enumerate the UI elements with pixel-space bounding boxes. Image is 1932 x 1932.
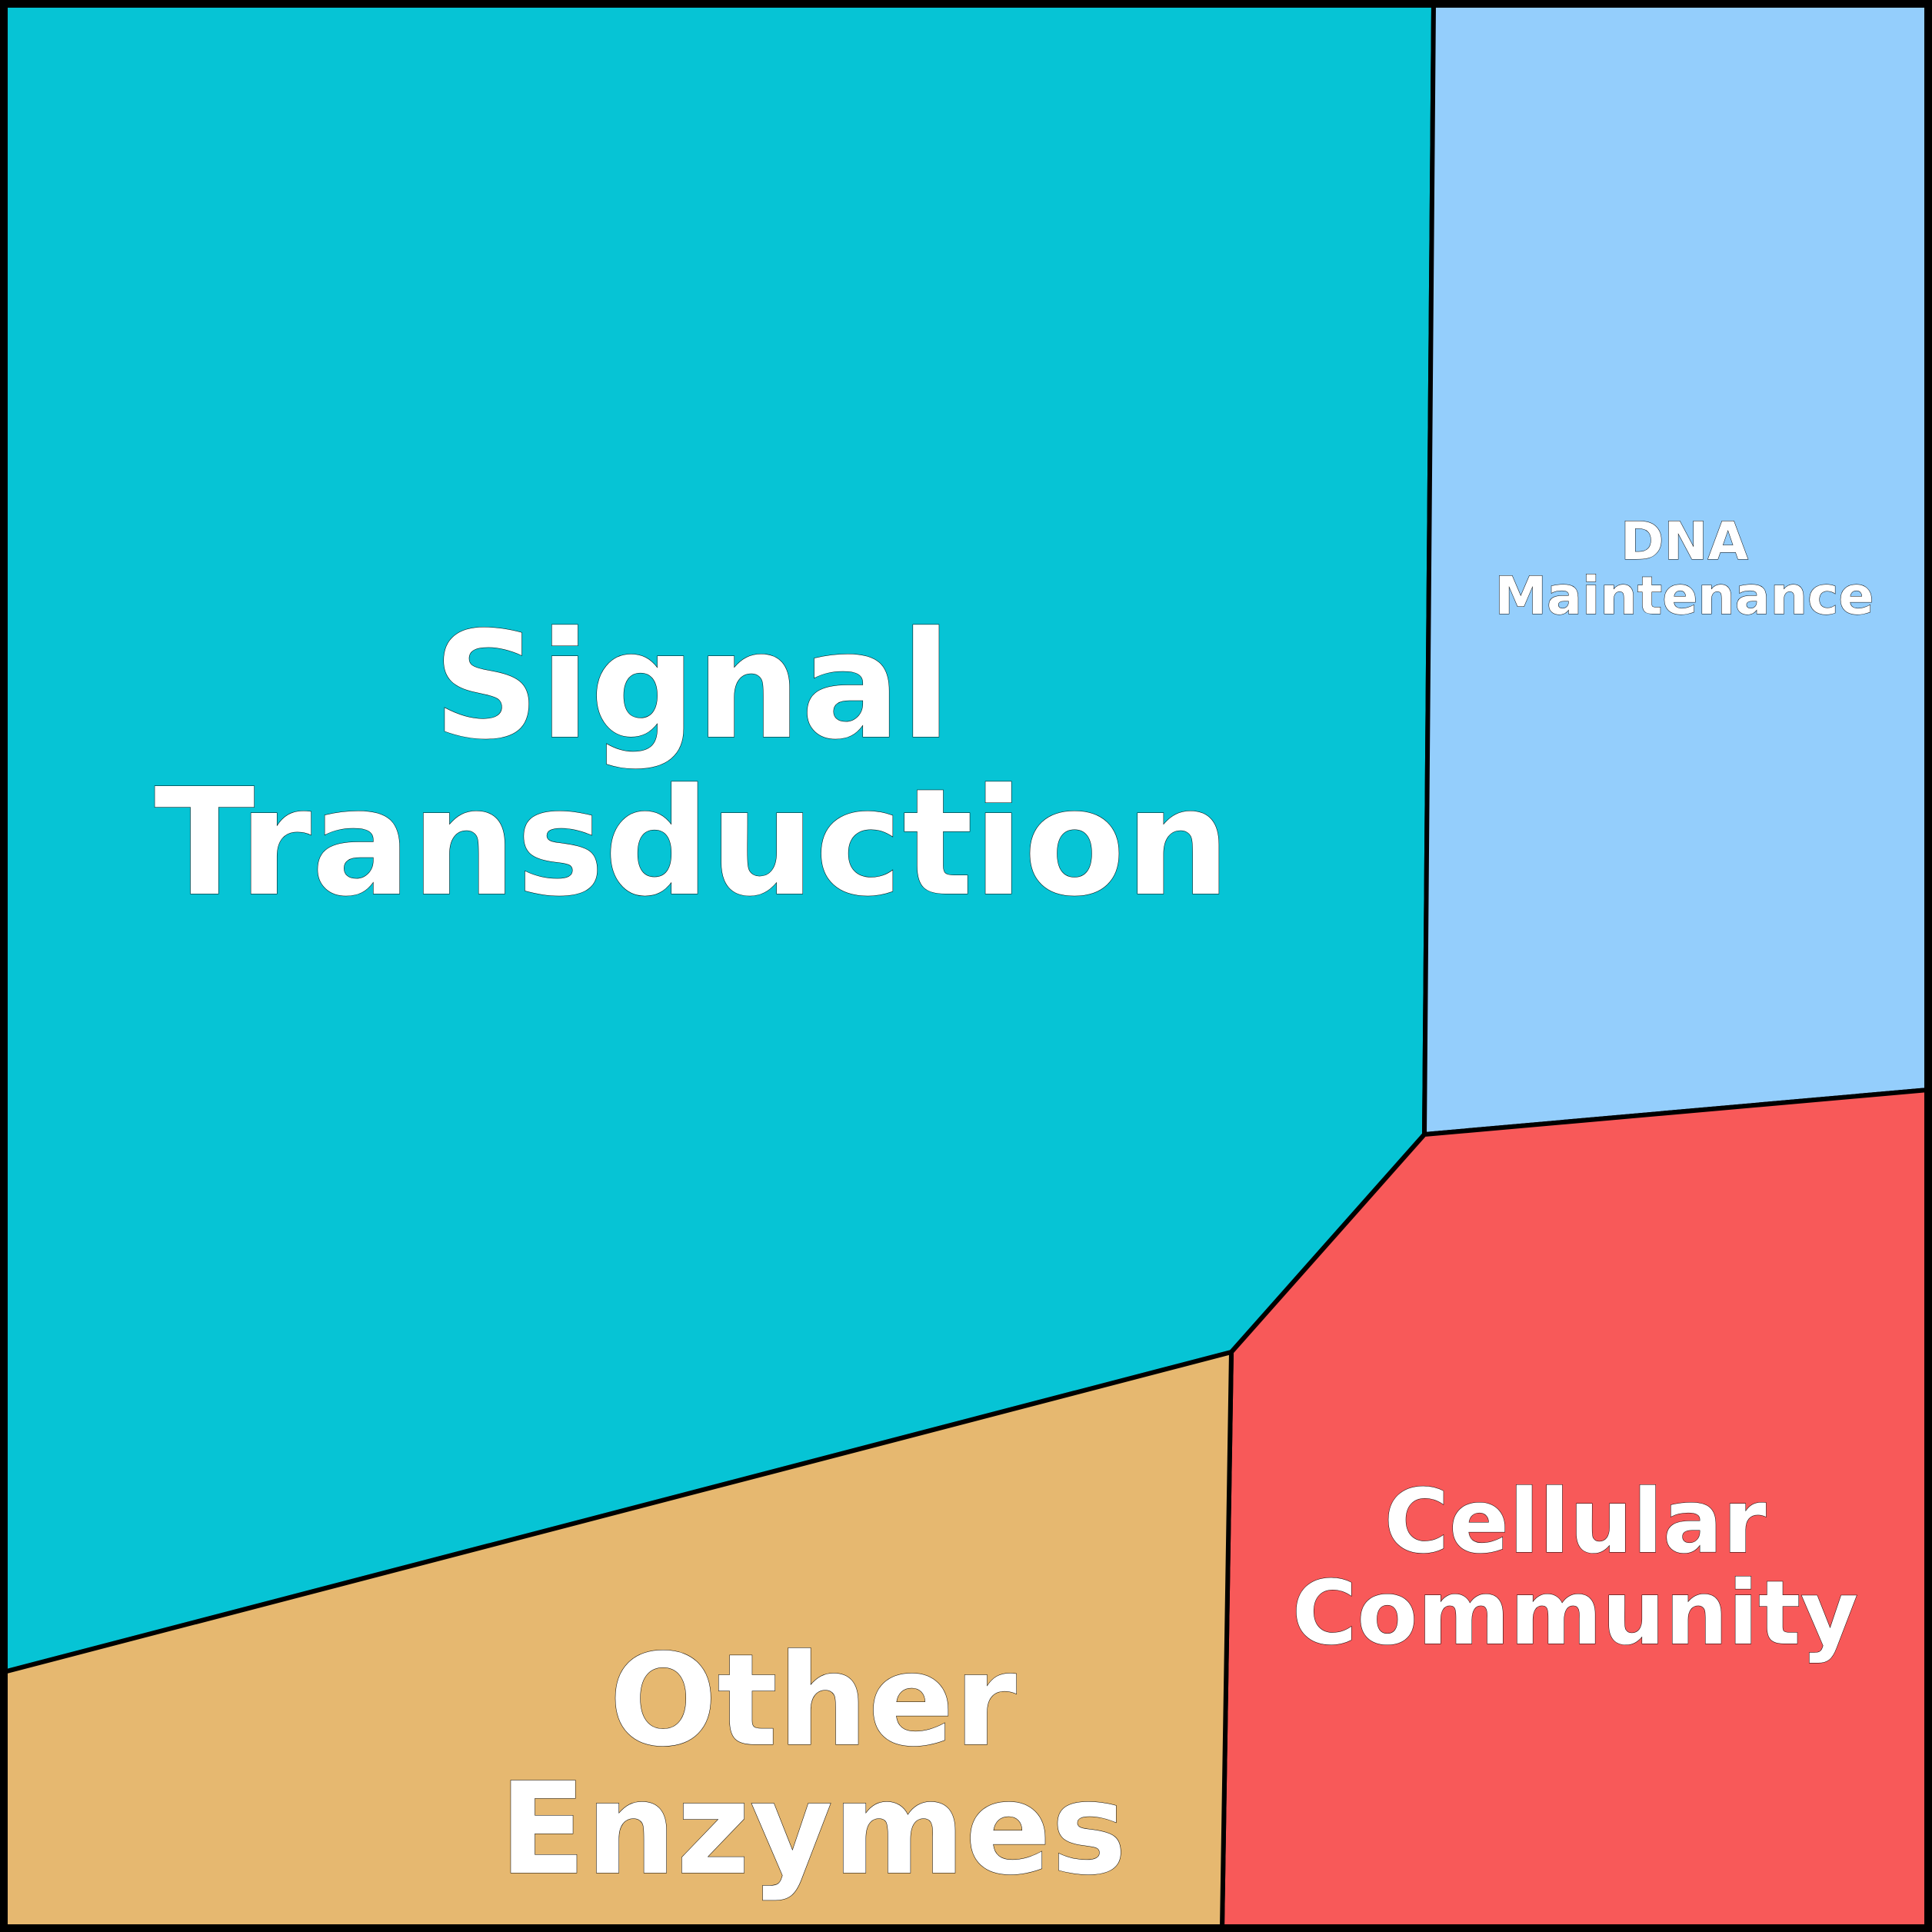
cell-dna-maintenance-label-line: DNA xyxy=(1621,511,1748,572)
cell-signal-transduction-label-line: Transduction xyxy=(154,758,1230,929)
cell-cellular-community-label-line: Cellular xyxy=(1384,1471,1767,1574)
cell-signal-transduction-label-line: Signal xyxy=(433,601,951,772)
cell-other-enzymes-label-line: Enzymes xyxy=(499,1755,1127,1903)
cell-cellular-community-label-line: Community xyxy=(1292,1562,1858,1665)
cell-other-enzymes-label-line: Other xyxy=(609,1627,1017,1774)
cell-dna-maintenance-label-line: Maintenance xyxy=(1494,566,1874,627)
